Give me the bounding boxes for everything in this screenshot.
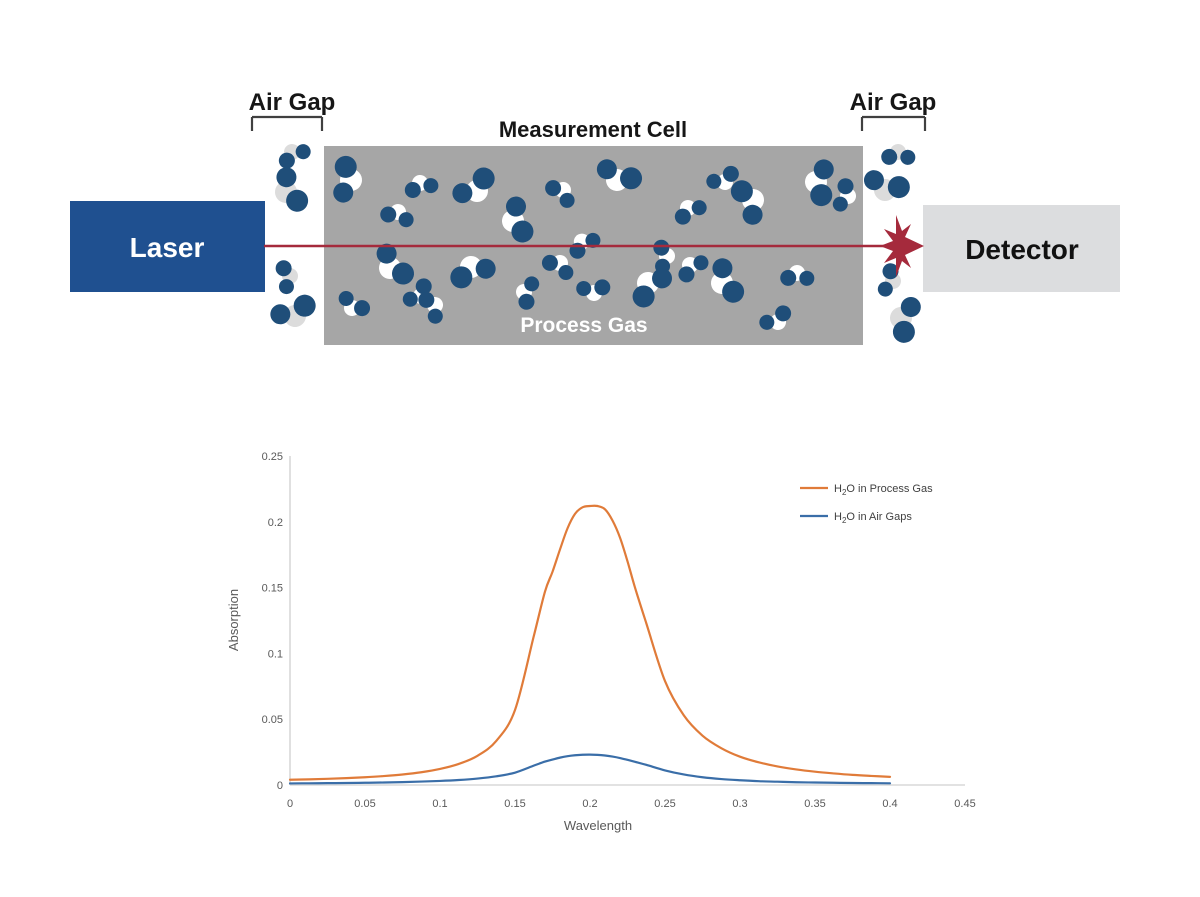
x-tick-label: 0.35	[804, 798, 825, 810]
x-tick-label: 0.45	[954, 798, 975, 810]
tdlas-diagram: Measurement Cell Air Gap Air Gap	[0, 0, 1200, 420]
beam-spark-icon	[880, 215, 924, 277]
x-tick-label: 0.3	[732, 798, 747, 810]
laser-box[interactable]	[70, 201, 265, 292]
series-line-0	[288, 504, 892, 781]
x-tick-label: 0.05	[354, 798, 375, 810]
laser-label: Laser	[130, 232, 205, 263]
y-tick-label: 0.05	[262, 714, 283, 726]
y-axis-ticks: 0 0.05 0.1 0.15 0.2 0.25	[262, 451, 283, 792]
air-gap-bracket-right	[860, 115, 927, 131]
x-axis-title: Wavelength	[564, 818, 632, 833]
y-tick-label: 0	[277, 780, 283, 792]
x-axis-ticks: 0 0.05 0.1 0.15 0.2 0.25 0.3 0.35 0.4 0.45	[287, 798, 976, 810]
x-tick-label: 0	[287, 798, 293, 810]
y-axis-title: Absorption	[226, 589, 241, 651]
detector-box[interactable]	[923, 205, 1120, 292]
legend-label-1: H2O in Air Gaps	[834, 511, 912, 525]
x-tick-label: 0.25	[654, 798, 675, 810]
y-tick-label: 0.2	[268, 517, 283, 529]
x-tick-label: 0.1	[432, 798, 447, 810]
air-gap-label-right: Air Gap	[850, 89, 937, 116]
measurement-cell-label: Measurement Cell	[499, 117, 687, 142]
air-gap-molecules-left	[264, 136, 320, 338]
x-tick-label: 0.15	[504, 798, 525, 810]
y-tick-label: 0.1	[268, 648, 283, 660]
y-tick-label: 0.25	[262, 451, 283, 463]
x-tick-label: 0.2	[582, 798, 597, 810]
chart-series	[288, 504, 892, 785]
legend-label-0: H2O in Process Gas	[834, 483, 933, 497]
x-tick-label: 0.4	[882, 798, 897, 810]
process-gas-label: Process Gas	[520, 314, 647, 337]
air-gap-label-left: Air Gap	[249, 89, 336, 116]
detector-label: Detector	[965, 234, 1079, 265]
y-tick-label: 0.15	[262, 583, 283, 595]
series-line-1	[288, 753, 892, 785]
air-gap-bracket-left	[250, 115, 324, 131]
